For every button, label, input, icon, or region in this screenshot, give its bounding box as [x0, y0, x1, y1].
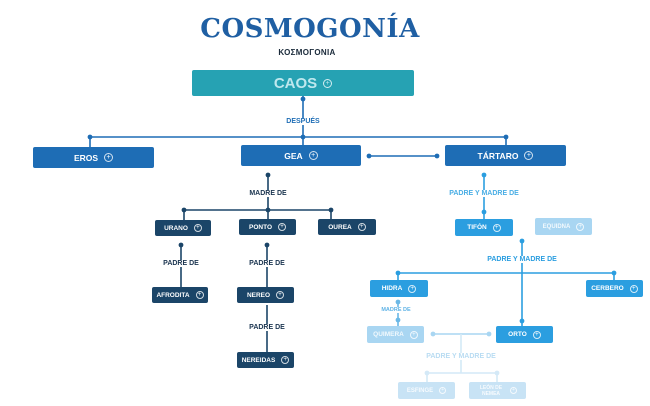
relation-label-hidra-madre-de: MADRE DE: [346, 306, 446, 315]
expand-plus-icon[interactable]: +: [278, 223, 286, 231]
connector-dot: [265, 172, 271, 178]
relation-label-text: MADRE DE: [247, 190, 289, 197]
connector-dot: [519, 238, 525, 244]
node-equidna[interactable]: EQUIDNA +: [535, 218, 592, 235]
node-label: GEA: [284, 150, 303, 161]
node-label: EQUIDNA: [542, 223, 571, 230]
node-label: HIDRA: [381, 285, 403, 292]
relation-label-nereo-padre-de: PADRE DE: [217, 323, 317, 332]
node-tifon[interactable]: TIFÓN +: [455, 219, 513, 236]
node-label: QUIMERA: [373, 331, 404, 338]
relation-label-tifon-padre-madre: PADRE Y MADRE DE: [472, 255, 572, 264]
node-label: NEREIDAS: [241, 356, 276, 364]
expand-plus-icon[interactable]: +: [276, 291, 285, 299]
node-hidra[interactable]: HIDRA +: [370, 280, 428, 297]
connector-dot: [178, 242, 184, 248]
node-ourea[interactable]: OUREA +: [318, 219, 376, 235]
relation-label-text: PADRE Y MADRE DE: [424, 353, 498, 360]
expand-plus-icon[interactable]: +: [576, 222, 585, 231]
expand-plus-icon[interactable]: +: [308, 151, 318, 160]
connector-dot: [519, 318, 525, 324]
expand-plus-icon[interactable]: +: [357, 223, 366, 231]
relation-label-text: PADRE DE: [161, 260, 201, 267]
node-label: TÁRTARO: [477, 150, 519, 161]
node-label: URANO: [164, 224, 188, 232]
node-afrodita[interactable]: AFRODITA +: [152, 287, 208, 303]
connector-dot: [264, 242, 270, 248]
expand-plus-icon[interactable]: +: [510, 387, 517, 394]
expand-plus-icon[interactable]: +: [281, 356, 290, 364]
node-label: TIFÓN: [467, 224, 487, 231]
connector-dot: [395, 299, 401, 305]
relation-label-urano-padre-de: PADRE DE: [131, 259, 231, 268]
expand-plus-icon[interactable]: +: [195, 291, 204, 299]
expand-plus-icon[interactable]: +: [323, 78, 333, 88]
expand-plus-icon[interactable]: +: [409, 330, 418, 339]
node-tartaro[interactable]: TÁRTARO +: [445, 145, 566, 166]
node-label: CAOS: [273, 74, 318, 92]
expand-plus-icon[interactable]: +: [439, 387, 447, 394]
diagram-title: COSMOGONÍA: [200, 14, 420, 44]
node-urano[interactable]: URANO +: [155, 220, 211, 236]
node-label: PONTO: [249, 223, 272, 231]
node-label: NEREO: [246, 291, 271, 299]
relation-label-text: PADRE Y MADRE DE: [447, 190, 521, 197]
node-label: ESFINGE: [406, 387, 434, 394]
relation-label-text: MADRE DE: [379, 307, 413, 313]
relation-label-despues: DESPUÉS: [253, 117, 353, 126]
diagram-subtitle: ΚΟΣΜΟΓΟΝΙΑ: [278, 48, 336, 57]
relation-label-orto-padre-madre: PADRE Y MADRE DE: [411, 352, 511, 361]
connector-dot: [395, 317, 401, 323]
relation-label-text: DESPUÉS: [284, 118, 322, 125]
connector-dot: [481, 209, 487, 215]
node-nereo[interactable]: NEREO +: [237, 287, 294, 303]
node-caos[interactable]: CAOS +: [192, 70, 414, 96]
node-label: EROS: [73, 152, 99, 163]
node-cerbero[interactable]: CERBERO +: [586, 280, 643, 297]
expand-plus-icon[interactable]: +: [492, 223, 501, 232]
relation-label-text: PADRE Y MADRE DE: [485, 256, 559, 263]
expand-plus-icon[interactable]: +: [629, 284, 638, 293]
connector-dot: [366, 153, 372, 159]
connector-dot: [434, 153, 440, 159]
connector-dot: [300, 96, 306, 102]
expand-plus-icon[interactable]: +: [408, 284, 417, 293]
node-gea[interactable]: GEA +: [241, 145, 361, 166]
node-nereidas[interactable]: NEREIDAS +: [237, 352, 294, 368]
relation-label-ponto-padre-de: PADRE DE: [217, 259, 317, 268]
node-label: LEÓN DE NEMEA: [479, 384, 503, 397]
node-label: CERBERO: [591, 285, 624, 292]
node-label: ORTO: [508, 331, 527, 338]
node-ponto[interactable]: PONTO +: [239, 219, 296, 235]
expand-plus-icon[interactable]: +: [524, 151, 534, 160]
relation-label-gea-madre-de: MADRE DE: [218, 189, 318, 198]
connector-dot: [430, 331, 436, 337]
connector-dot: [481, 172, 487, 178]
node-label: AFRODITA: [156, 291, 190, 299]
node-orto[interactable]: ORTO +: [496, 326, 553, 343]
relation-label-text: PADRE DE: [247, 324, 287, 331]
expand-plus-icon[interactable]: +: [104, 153, 114, 162]
connector-dot: [486, 331, 492, 337]
node-esfinge[interactable]: ESFINGE +: [398, 382, 455, 399]
expand-plus-icon[interactable]: +: [193, 224, 202, 232]
relation-label-text: PADRE DE: [247, 260, 287, 267]
node-eros[interactable]: EROS +: [33, 147, 154, 168]
relation-label-tartaro-padre-madre: PADRE Y MADRE DE: [434, 189, 534, 198]
node-quimera[interactable]: QUIMERA +: [367, 326, 424, 343]
node-label: OUREA: [328, 223, 352, 231]
node-leon-de-nemea[interactable]: LEÓN DE NEMEA +: [469, 382, 526, 399]
expand-plus-icon[interactable]: +: [532, 330, 541, 339]
